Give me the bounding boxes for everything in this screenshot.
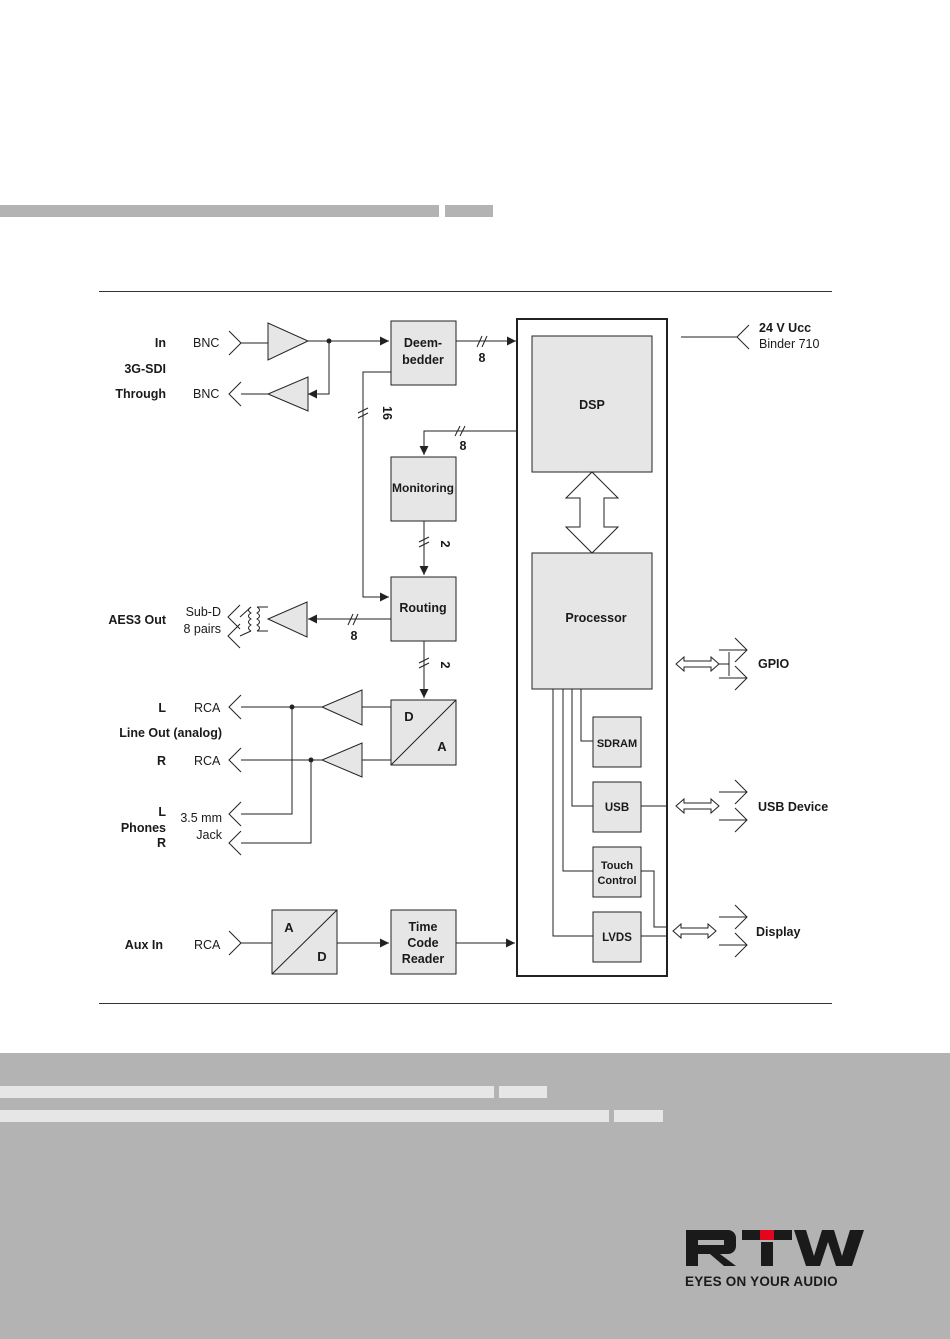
bus-width-dsp-monitoring: 8 <box>460 439 467 453</box>
tcr-label-2: Code <box>407 936 438 950</box>
input-amplifier-icon <box>268 323 308 360</box>
touch-label-2: Control <box>597 875 636 887</box>
label-jack: Jack <box>196 828 222 842</box>
deembedder-label-1: Deem- <box>404 336 442 350</box>
connector-aux-icon <box>229 931 241 955</box>
label-aux-in: Aux In <box>125 938 163 952</box>
label-rca-l: RCA <box>194 701 221 715</box>
dsp-label: DSP <box>579 398 605 412</box>
bus-width-routing-da: 2 <box>438 662 452 669</box>
label-8-pairs: 8 pairs <box>183 622 221 636</box>
label-usb-device: USB Device <box>758 800 828 814</box>
touch-control-block <box>593 847 641 897</box>
line-amp-r-icon <box>322 743 362 777</box>
power-connector-icon <box>737 325 749 349</box>
connector-in-icon <box>229 331 241 355</box>
block-diagram: In 3G-SDI Through BNC BNC AES3 Out Sub-D… <box>0 0 950 1050</box>
sdram-label: SDRAM <box>597 738 637 750</box>
connector-phones-r-icon <box>229 831 241 855</box>
label-bnc-in: BNC <box>193 336 219 350</box>
label-rca-r: RCA <box>194 754 221 768</box>
label-display: Display <box>756 925 801 939</box>
label-3g-sdi: 3G-SDI <box>124 362 166 376</box>
label-line-l: L <box>158 701 166 715</box>
rtw-logo <box>684 1228 868 1270</box>
display-bidirectional-icon <box>673 924 716 938</box>
bus-width-deemb-dsp: 8 <box>479 351 486 365</box>
aes-amplifier-icon <box>268 602 307 637</box>
processor-label: Processor <box>565 611 626 625</box>
da-label-a: A <box>437 739 447 754</box>
tcr-label-1: Time <box>409 920 438 934</box>
routing-label: Routing <box>399 601 446 615</box>
footer-bar-1-long <box>0 1086 494 1098</box>
bus-width-deemb-routing: 16 <box>380 406 394 420</box>
gpio-bidirectional-icon <box>676 657 719 671</box>
label-in: In <box>155 336 166 350</box>
label-binder: Binder 710 <box>759 337 820 351</box>
label-rca-aux: RCA <box>194 938 221 952</box>
label-sub-d: Sub-D <box>186 605 221 619</box>
bus-width-monitoring-routing: 2 <box>438 541 452 548</box>
label-phones-l: L <box>158 805 166 819</box>
through-amplifier-icon <box>268 377 308 411</box>
label-jack-size: 3.5 mm <box>180 811 222 825</box>
connector-through-icon <box>229 382 241 406</box>
connector-rca-r-icon <box>229 748 241 772</box>
transformer-icon <box>240 607 268 636</box>
line-amp-l-icon <box>322 690 362 725</box>
touch-label-1: Touch <box>601 860 633 872</box>
da-label-d: D <box>404 709 413 724</box>
monitoring-label: Monitoring <box>392 481 454 495</box>
footer-bar-2-long <box>0 1110 609 1122</box>
usb-label: USB <box>605 802 629 814</box>
footer-bar-1-short <box>499 1086 547 1098</box>
label-phones: Phones <box>121 821 166 835</box>
label-power: 24 V Ucc <box>759 321 811 335</box>
label-aes3-out: AES3 Out <box>108 613 166 627</box>
deembedder-label-2: bedder <box>402 353 444 367</box>
label-through: Through <box>115 387 166 401</box>
tcr-label-3: Reader <box>402 952 445 966</box>
usb-bidirectional-icon <box>676 799 719 813</box>
ad-label-a: A <box>284 920 294 935</box>
label-line-out: Line Out (analog) <box>119 726 222 740</box>
brand-tagline: EYES ON YOUR AUDIO <box>685 1274 838 1289</box>
connector-rca-l-icon <box>229 695 241 719</box>
lvds-label: LVDS <box>602 932 632 944</box>
bus-width-routing-aes: 8 <box>351 629 358 643</box>
footer-band <box>0 1053 950 1339</box>
label-line-r: R <box>157 754 166 768</box>
footer-bar-2-short <box>614 1110 663 1122</box>
label-phones-r: R <box>157 836 166 850</box>
label-gpio: GPIO <box>758 657 790 671</box>
label-bnc-through: BNC <box>193 387 219 401</box>
ad-label-d: D <box>317 949 326 964</box>
connector-phones-l-icon <box>229 802 241 826</box>
